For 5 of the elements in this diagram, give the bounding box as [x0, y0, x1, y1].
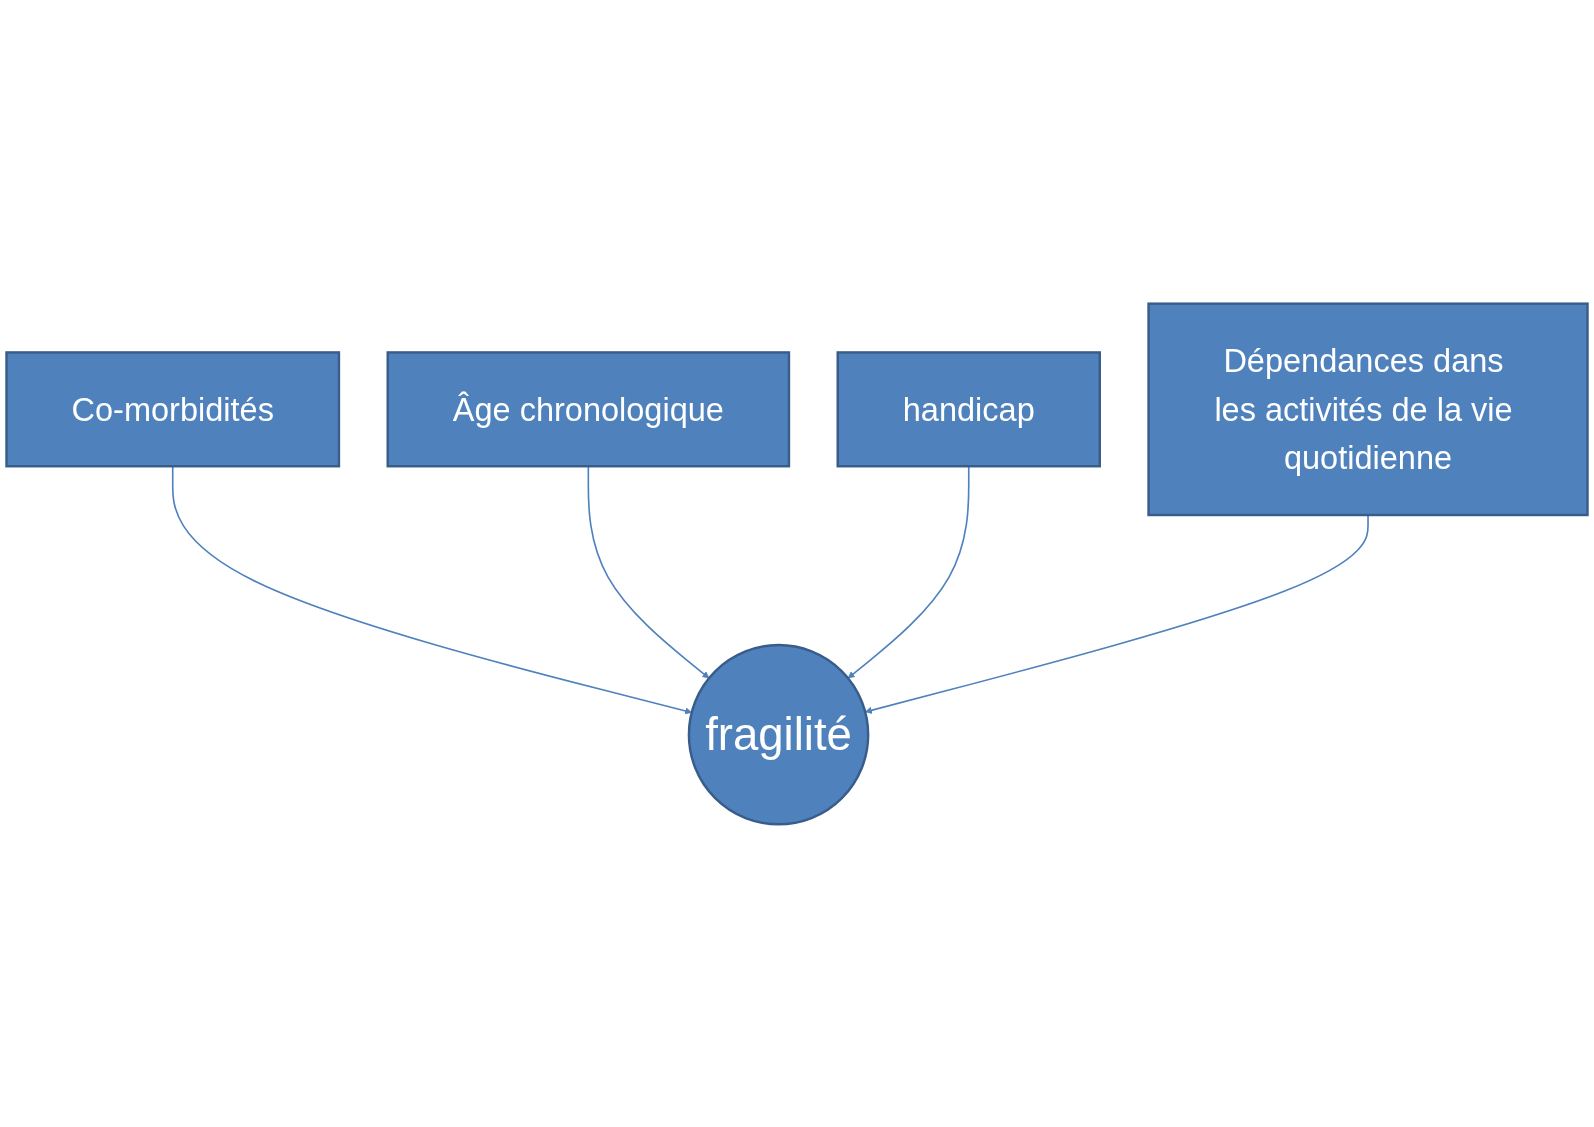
node-box: Dépendances dans les activités de la vie quotidienne: [1147, 301, 1589, 516]
node-circle: fragilité: [687, 643, 870, 826]
node-box: handicap: [836, 350, 1101, 467]
node-box: Co-morbidités: [5, 350, 341, 467]
node-box: Âge chronologique: [386, 350, 791, 467]
